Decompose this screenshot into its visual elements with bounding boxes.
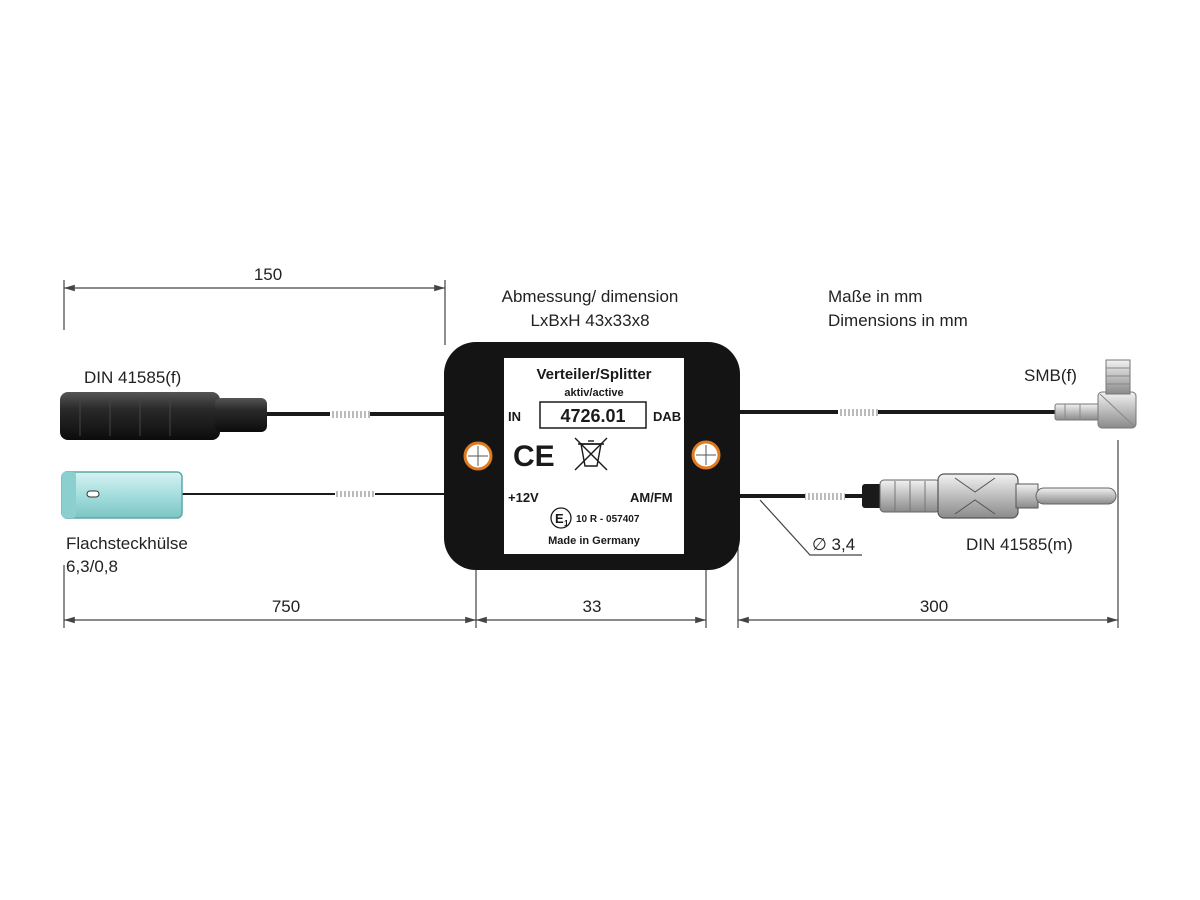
svg-text:E: E <box>555 511 564 526</box>
dimension-note-line1: Abmessung/ dimension <box>502 287 679 306</box>
dimension-750: 750 <box>272 597 300 616</box>
port-amfm-label: AM/FM <box>630 490 673 505</box>
smb-label: SMB(f) <box>1024 366 1077 385</box>
label-subtitle: aktiv/active <box>564 387 623 399</box>
approval-number: 10 R - 057407 <box>576 514 640 525</box>
units-note-line2: Dimensions in mm <box>828 311 968 330</box>
smb-connector <box>1054 359 1137 429</box>
e-mark-icon: E 1 <box>550 507 572 529</box>
label-title: Verteiler/Splitter <box>536 366 651 383</box>
dimension-150: 150 <box>254 265 282 284</box>
port-power-label: +12V <box>508 490 539 505</box>
ce-mark: CE <box>513 440 555 473</box>
dimension-note-line2: LxBxH 43x33x8 <box>530 311 649 330</box>
flat-sleeve-connector <box>61 471 183 519</box>
cable-diameter-label: ∅ 3,4 <box>812 535 855 554</box>
din-male-label: DIN 41585(m) <box>966 535 1073 554</box>
dimension-300: 300 <box>920 597 948 616</box>
svg-text:1: 1 <box>564 519 569 528</box>
part-number: 4726.01 <box>560 406 625 426</box>
part-number-box <box>539 401 647 429</box>
screw-hole-left <box>463 441 493 471</box>
weee-bin-icon <box>574 437 608 471</box>
flat-sleeve-label-line1: Flachsteckhülse <box>66 534 188 553</box>
cables <box>182 409 1060 500</box>
port-in-label: IN <box>508 409 521 424</box>
dimension-33: 33 <box>583 597 602 616</box>
splitter-housing <box>444 342 740 570</box>
din-male-connector <box>862 473 1117 519</box>
din-female-connector <box>60 392 267 440</box>
flat-sleeve-label-line2: 6,3/0,8 <box>66 557 118 576</box>
din-female-label: DIN 41585(f) <box>84 368 181 387</box>
made-in-germany: Made in Germany <box>548 535 641 547</box>
port-dab-label: DAB <box>653 409 681 424</box>
units-note-line1: Maße in mm <box>828 287 922 306</box>
screw-hole-right <box>691 440 721 470</box>
